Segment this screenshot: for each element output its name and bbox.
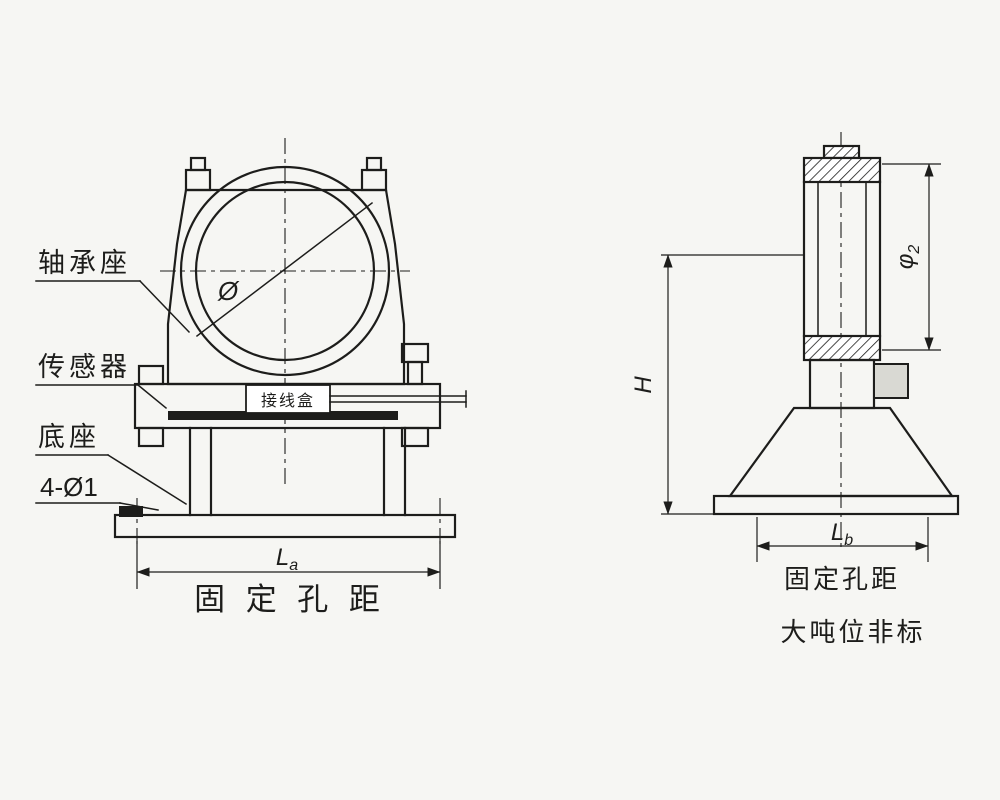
label-hole-callout-leader	[119, 502, 159, 511]
label-base: 底座	[35, 422, 188, 506]
column-upper-band	[802, 156, 882, 184]
dimension-lb: Lb	[756, 517, 929, 562]
plate-bolt-right-top	[400, 342, 430, 364]
label-bearing-seat-text: 轴承座	[38, 248, 131, 278]
junction-box-label: 接线盒	[261, 392, 315, 410]
junction-box-outline	[245, 384, 331, 414]
support-cone	[727, 406, 955, 498]
sensor-element-bar	[168, 411, 398, 420]
housing-outline	[166, 188, 406, 386]
bearing-outer-circle	[179, 165, 391, 377]
side-caption: 固定孔距	[784, 564, 900, 594]
side-junction-box	[873, 363, 909, 399]
plate-bolt-left-top	[137, 364, 165, 386]
bore-diameter-symbol: Ø	[217, 276, 240, 306]
dim-la-label: La	[276, 544, 298, 574]
label-sensor-text: 传感器	[38, 352, 131, 382]
dimension-la: La	[136, 541, 441, 589]
label-sensor-leader	[136, 383, 168, 410]
top-bolt-right-icon	[365, 156, 383, 172]
column-top-cap	[822, 144, 861, 160]
label-bearing-seat: 轴承座	[35, 248, 191, 334]
column-lower-band	[802, 334, 882, 362]
bearing-inner-circle	[194, 180, 376, 362]
housing-top-tab-left	[184, 168, 212, 192]
plate-bolt-right-bottom	[400, 426, 430, 448]
column-lower-block	[808, 358, 876, 410]
label-hole-callout: 4-Ø1	[35, 472, 159, 511]
stand-legs	[188, 426, 407, 517]
plate-bolt-right-shank	[406, 360, 424, 386]
label-base-leader	[106, 453, 188, 506]
top-bolt-left-icon	[189, 156, 207, 172]
housing-top-tab-right	[360, 168, 388, 192]
label-hole-callout-text: 4-Ø1	[40, 472, 98, 502]
sensor-assembly	[133, 342, 442, 448]
sensor-cable	[329, 390, 467, 408]
dim-phi2-label: φ2	[892, 245, 923, 270]
front-view: Ø 接线盒	[35, 138, 467, 617]
dim-h-label: H	[630, 376, 657, 394]
label-sensor: 传感器	[35, 352, 168, 410]
sensor-plate	[133, 382, 442, 430]
dimension-phi2: φ2	[882, 163, 941, 351]
side-view: H φ2 Lb 固定孔距 大吨位非标	[630, 132, 960, 647]
junction-box: 接线盒	[245, 384, 331, 414]
label-base-text: 底座	[38, 422, 100, 452]
label-bearing-seat-leader	[138, 279, 191, 334]
anchor-bolt-block	[119, 506, 143, 517]
plate-bolt-left-bottom	[137, 426, 165, 448]
front-caption: 固 定 孔 距	[194, 582, 386, 617]
load-cell-column	[802, 144, 882, 362]
base-plate-outline	[113, 513, 457, 539]
side-note: 大吨位非标	[780, 617, 925, 647]
dim-lb-label: Lb	[831, 519, 853, 549]
side-base-plate	[712, 494, 960, 516]
dimension-h: H	[630, 254, 804, 515]
bore-diagonal-line	[195, 201, 374, 338]
